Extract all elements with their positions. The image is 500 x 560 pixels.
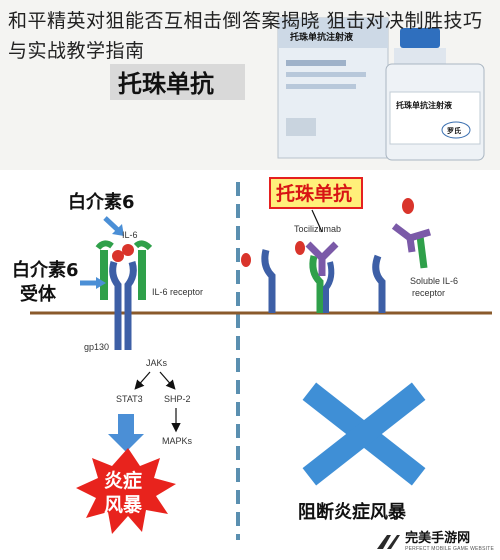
product-photo-drawing: 托珠单抗 托珠单抗注射液 托珠单抗注射液 罗氏 xyxy=(0,0,500,170)
gp130-label: gp130 xyxy=(84,342,109,352)
storm-label-line2: 风暴 xyxy=(104,494,143,516)
brand-seal: 罗氏 xyxy=(447,126,461,135)
antibody-icon xyxy=(391,223,432,253)
il6-molecule xyxy=(402,198,414,214)
il6-molecule xyxy=(241,253,251,267)
soluble-label-line2: receptor xyxy=(412,288,445,298)
gp130-protein xyxy=(372,254,386,313)
storm-label-line1: 炎症 xyxy=(104,469,142,492)
block-storm-label: 阻断炎症风暴 xyxy=(298,501,407,523)
soluble-label-line1: Soluble IL-6 xyxy=(410,276,458,286)
mapks-label: MAPKs xyxy=(162,436,193,446)
soluble-receptor xyxy=(416,235,428,269)
receptor-pointer-head xyxy=(96,277,106,289)
jaks-to-shp2-arrow xyxy=(159,371,176,390)
vial-label: 托珠单抗注射液 xyxy=(396,100,452,110)
il6-en-label: IL-6 xyxy=(122,230,138,240)
storm-down-arrow xyxy=(108,414,144,452)
site-watermark: 完美手游网 PERFECT MOBILE GAME WEBSITE xyxy=(375,532,494,552)
il6-receptor xyxy=(95,240,153,300)
il6-molecule xyxy=(122,244,134,256)
article-title: 和平精英对狙能否互相击倒答案揭晓 狙击对决制胜技巧与实战教学指南 xyxy=(8,10,483,62)
gp130-protein xyxy=(261,249,276,313)
shp2-label: SHP-2 xyxy=(164,394,191,404)
antibody-icon xyxy=(305,241,339,276)
site-logo-icon xyxy=(377,535,401,549)
drug-en-label: Tocilizumab xyxy=(294,224,341,234)
watermark-name: 完美手游网 xyxy=(405,531,471,546)
drug-label-box xyxy=(269,177,363,209)
block-x-icon xyxy=(302,382,426,486)
medicine-box: 托珠单抗注射液 xyxy=(277,17,389,159)
stat3-label: STAT3 xyxy=(116,394,143,404)
gp130-protein xyxy=(109,260,137,350)
receptor-label-line2: 受体 xyxy=(20,283,57,305)
il6-label: 白介素6 xyxy=(68,191,135,213)
cytokine-storm-burst xyxy=(76,448,176,534)
drug-pointer-line xyxy=(311,209,323,233)
banner-strip xyxy=(110,64,245,100)
receptor-label-line1: 白介素6 xyxy=(12,259,79,281)
mechanism-diagram: 白介素6 IL-6 白介素6 受体 IL-6 receptor gp130 JA… xyxy=(0,170,500,556)
box-label: 托珠单抗注射液 xyxy=(290,31,354,43)
watermark-sub: PERFECT MOBILE GAME WEBSITE xyxy=(405,546,494,552)
jaks-label: JAKs xyxy=(146,358,168,368)
receptor-en-label: IL-6 receptor xyxy=(152,287,203,297)
banner-text: 托珠单抗 xyxy=(118,70,214,98)
il6-pointer-head xyxy=(112,224,124,236)
medicine-vial: 托珠单抗注射液 罗氏 xyxy=(385,28,485,161)
il6-molecule xyxy=(112,250,124,262)
blocked-receptor xyxy=(309,255,335,313)
mechanism-svg: 白介素6 IL-6 白介素6 受体 IL-6 receptor gp130 JA… xyxy=(12,177,492,540)
jaks-to-stat3-arrow xyxy=(134,371,151,390)
il6-molecule xyxy=(295,241,305,255)
product-photo: 托珠单抗 托珠单抗注射液 托珠单抗注射液 罗氏 xyxy=(0,0,500,170)
drug-label: 托珠单抗 xyxy=(276,182,352,205)
